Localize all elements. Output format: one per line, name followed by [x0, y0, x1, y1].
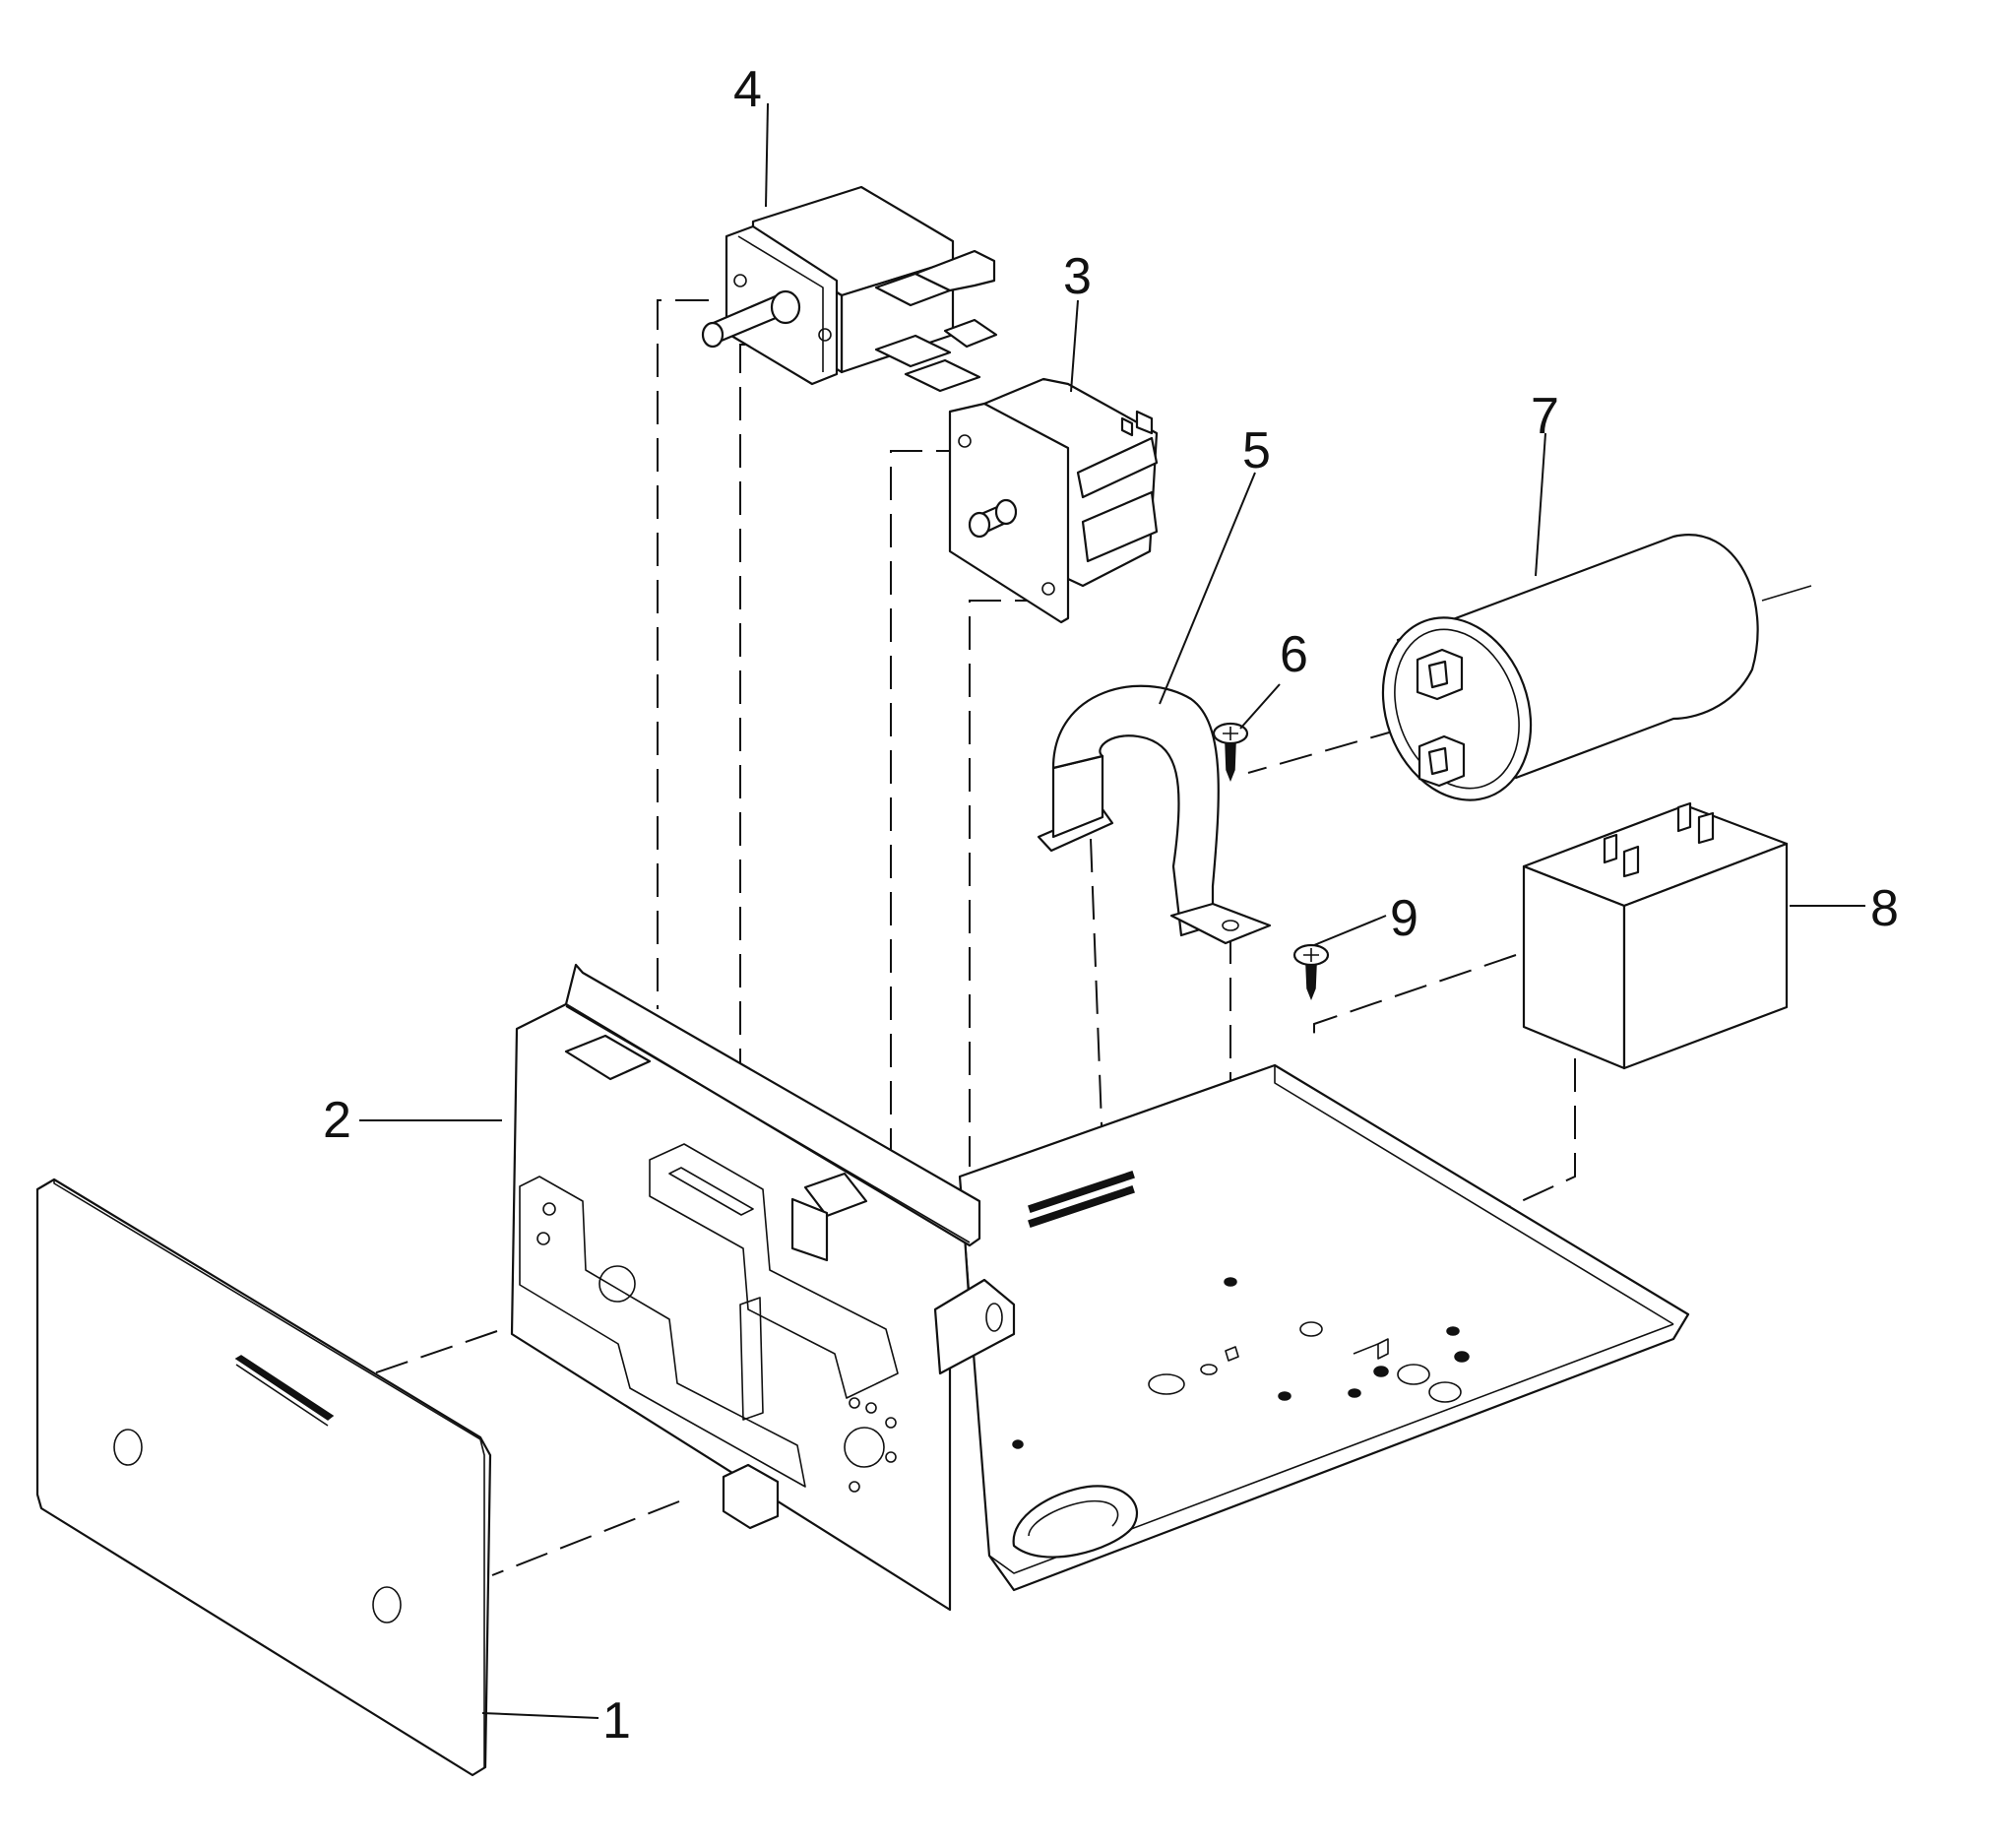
callout-1: 1	[602, 1692, 631, 1750]
switch	[701, 185, 998, 393]
cover-plate	[35, 1178, 492, 1777]
callout-2: 2	[323, 1092, 351, 1149]
callout-6: 6	[1280, 626, 1308, 683]
callout-9: 9	[1390, 890, 1418, 947]
screw	[1292, 943, 1330, 1001]
callout-4: 4	[733, 61, 762, 118]
timer	[948, 377, 1159, 624]
callout-3: 3	[1063, 248, 1092, 305]
callout-labels: 1 2 3 4 5 6 7 8 9	[323, 61, 1899, 1750]
start-relay	[1522, 801, 1789, 1070]
capacitor-strap	[1037, 684, 1272, 945]
callout-5: 5	[1242, 422, 1271, 479]
callout-leaders	[359, 102, 1865, 1719]
chassis-bracket	[510, 963, 1690, 1612]
callout-7: 7	[1531, 388, 1559, 445]
capacitor	[1381, 534, 1812, 801]
screw	[1212, 722, 1249, 783]
callout-8: 8	[1870, 880, 1899, 937]
